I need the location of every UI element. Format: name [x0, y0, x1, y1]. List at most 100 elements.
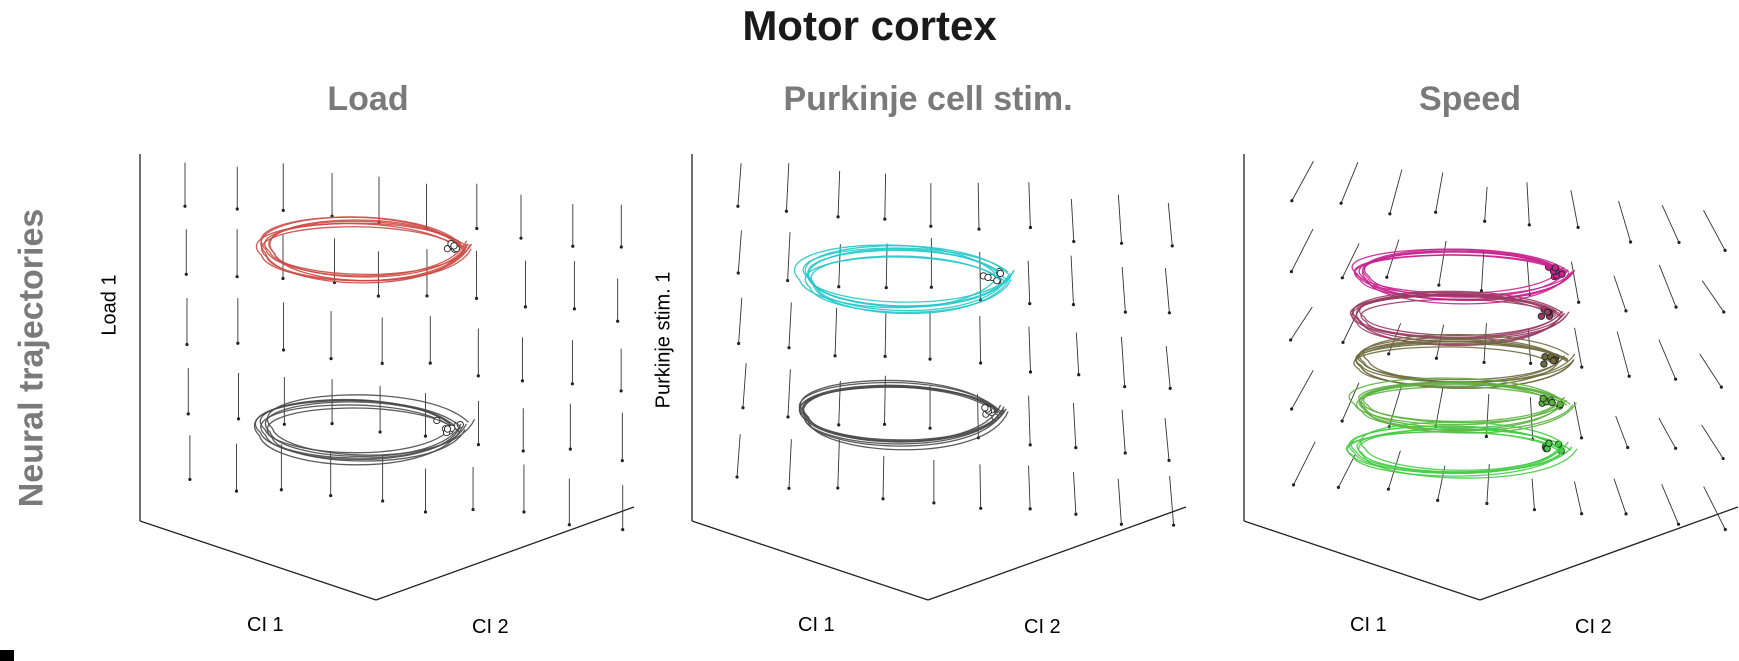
field-arrow: [1529, 397, 1534, 440]
field-arrow: [1164, 417, 1170, 461]
field-arrow-base: [330, 422, 334, 426]
field-arrow: [979, 316, 982, 364]
field-arrow-base: [423, 434, 428, 438]
field-arrow-base: [1580, 365, 1584, 369]
field-arrow: [1291, 161, 1314, 201]
field-arrow-base: [1168, 386, 1172, 390]
trajectory-series-1: [265, 401, 462, 458]
field-arrow-base: [786, 415, 790, 419]
field-arrow-base: [1674, 305, 1678, 309]
field-arrow: [1703, 210, 1726, 251]
trajectory-series-0: [268, 220, 468, 278]
field-arrow-base: [1119, 522, 1123, 526]
field-arrow-base: [520, 379, 525, 383]
field-arrow-base: [1172, 523, 1176, 527]
field-arrow-base: [1722, 310, 1726, 314]
trajectory-series-3: [1356, 386, 1574, 432]
field-arrow: [1658, 339, 1677, 380]
trajectory-series-1: [255, 400, 467, 459]
field-arrow-base: [476, 374, 480, 378]
field-arrow-base: [741, 406, 745, 410]
field-arrow-base: [1336, 485, 1341, 489]
axis-edge-1: [139, 520, 377, 601]
field-arrow-base: [1119, 241, 1124, 245]
field-arrow-base: [1290, 199, 1294, 203]
field-arrow-base: [1674, 377, 1678, 381]
field-arrow-base: [519, 236, 523, 240]
field-arrow-base: [1387, 352, 1391, 356]
field-arrow: [1121, 336, 1126, 387]
field-arrow-base: [236, 341, 240, 345]
field-arrow-base: [188, 477, 192, 482]
field-arrow: [1613, 478, 1627, 514]
field-arrow-base: [1723, 527, 1727, 532]
field-arrow-base: [1483, 219, 1487, 223]
field-arrow-base: [1677, 240, 1681, 245]
panel-title-purkinje: Purkinje cell stim.: [783, 80, 1073, 118]
field-arrow-base: [183, 204, 187, 208]
field-arrow-base: [1072, 239, 1076, 244]
field-arrow-base: [1676, 522, 1681, 526]
corner-mark: [0, 650, 14, 661]
field-arrow-base: [567, 523, 571, 527]
field-arrow-base: [1580, 512, 1584, 516]
field-arrow-base: [928, 426, 932, 430]
trajectory-series-4: [1346, 430, 1566, 477]
panel-1: [691, 154, 1187, 601]
field-arrow-base: [1071, 303, 1076, 307]
field-arrow-base: [1170, 244, 1174, 248]
field-arrow-base: [1723, 248, 1727, 253]
trajectory-series-1: [802, 386, 1005, 441]
field-arrow-base: [1340, 419, 1344, 423]
field-arrow: [838, 244, 841, 287]
field-arrow-base: [279, 488, 283, 492]
field-arrow-base: [1721, 456, 1725, 461]
panel-title-speed: Speed: [1418, 80, 1522, 118]
field-arrow-base: [423, 510, 428, 514]
field-arrow: [1338, 454, 1356, 488]
field-arrow-base: [1628, 240, 1633, 244]
field-arrow-base: [1167, 311, 1171, 315]
trajectory-series-0: [1362, 248, 1576, 302]
field-arrow-base: [929, 224, 933, 228]
field-arrow-base: [185, 342, 189, 347]
field-arrow-base: [522, 510, 526, 514]
trajectory-series-0: [269, 219, 471, 282]
field-arrow-base: [1123, 385, 1127, 389]
trajectory-series-1: [1350, 295, 1566, 339]
field-arrow-base: [474, 296, 479, 300]
field-arrow-base: [329, 357, 333, 361]
field-arrow-base: [1077, 373, 1081, 377]
trajectory-series-0: [260, 216, 469, 284]
figure-title: Motor cortex: [742, 2, 997, 49]
field-arrow-base: [1340, 276, 1344, 280]
field-arrow: [1341, 382, 1360, 422]
trajectory-series-1: [798, 381, 1005, 443]
field-arrow-base: [1532, 508, 1537, 512]
field-arrow-base: [1028, 225, 1033, 230]
field-arrow: [1070, 255, 1074, 305]
field-arrow: [1438, 240, 1447, 286]
panel-0: [139, 154, 635, 601]
trajectory-series-0: [256, 222, 467, 282]
field-arrow-base: [381, 499, 385, 503]
field-arrow: [977, 182, 980, 230]
field-arrow: [787, 232, 791, 281]
trajectory-series-4: [1360, 421, 1569, 471]
field-arrow-base: [1388, 212, 1392, 216]
field-arrow: [1291, 370, 1314, 410]
trajectory-series-3: [1363, 383, 1568, 424]
field-arrow: [1701, 280, 1725, 313]
field-arrow: [1028, 182, 1031, 228]
field-arrow-base: [979, 506, 983, 510]
field-arrow: [785, 163, 790, 212]
field-arrow-base: [1028, 507, 1032, 511]
field-arrow: [1291, 228, 1314, 272]
field-arrow: [837, 170, 841, 217]
trajectory-series-0: [264, 222, 473, 276]
field-arrow: [1340, 161, 1359, 204]
field-arrow: [1121, 409, 1126, 454]
trajectory-start-marker: [996, 269, 1005, 278]
field-arrow-base: [1627, 374, 1631, 378]
